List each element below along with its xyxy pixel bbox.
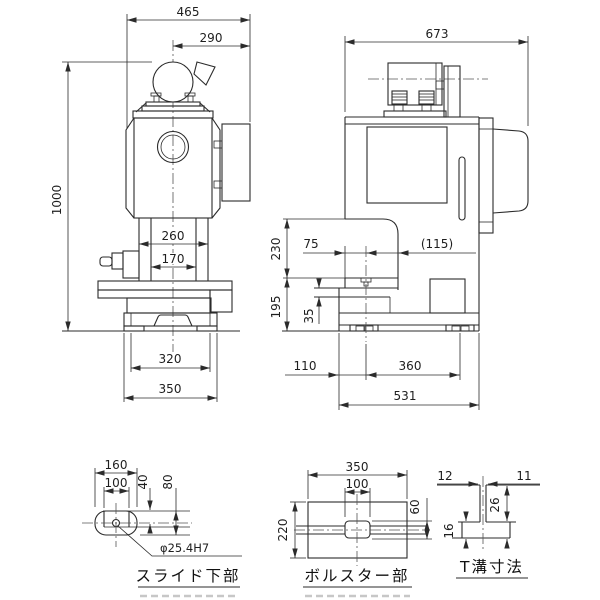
dim-bolster-width: 350 <box>346 460 369 474</box>
dim-front-base-width: 350 <box>159 382 182 396</box>
dim-side-throat-back: (115) <box>421 237 453 251</box>
side-view-dimensions: 673 230 75 (115) 195 35 <box>269 27 529 410</box>
dim-bolster-boss-height: 60 <box>408 499 422 514</box>
tslot-detail: 12 11 26 16 T溝寸法 <box>437 469 540 579</box>
slide-detail-label: スライド下部 <box>135 567 240 585</box>
dim-side-throat-front: 75 <box>303 237 318 251</box>
dim-tslot-slot-height: 16 <box>442 523 456 538</box>
dim-bolster-depth: 220 <box>276 519 290 542</box>
dim-bolster-slot-width: 100 <box>346 477 369 491</box>
slide-detail-dimensions: 160 100 40 80 <box>94 458 179 535</box>
dim-side-base-front: 110 <box>294 359 317 373</box>
dim-slide-inner-width: 100 <box>105 476 128 490</box>
dim-front-total-width: 465 <box>177 5 200 19</box>
dim-front-height: 1000 <box>50 185 64 216</box>
dim-slide-width: 160 <box>105 458 128 472</box>
dim-slide-height: 80 <box>161 474 175 489</box>
bolster-detail: 350 100 220 60 ボルスター部 <box>276 460 432 598</box>
dim-side-total-depth: 673 <box>426 27 449 41</box>
tslot-detail-label: T溝寸法 <box>459 558 524 576</box>
side-view-outline <box>282 62 529 342</box>
dim-front-slide-face-width: 170 <box>162 252 185 266</box>
dim-side-head-height: 230 <box>269 238 283 261</box>
dim-tslot-depth: 26 <box>488 497 502 512</box>
dim-front-base-inner-width: 320 <box>159 352 182 366</box>
dim-slide-hole: φ25.4H7 <box>160 541 209 555</box>
dim-slide-upper-height: 40 <box>136 474 150 489</box>
tslot-detail-outline <box>437 476 540 552</box>
dim-tslot-throat-width: 12 <box>437 469 452 483</box>
slide-detail: φ25.4H7 160 100 40 80 スライド下部 <box>82 458 242 598</box>
dim-side-table-height: 195 <box>269 296 283 319</box>
dim-side-base-depth: 531 <box>394 389 417 403</box>
slide-detail-outline: φ25.4H7 <box>82 503 242 557</box>
dim-front-upper-width: 290 <box>200 31 223 45</box>
bolster-detail-outline <box>294 494 430 566</box>
dim-side-bolt-span: 360 <box>399 359 422 373</box>
dim-front-slide-width: 260 <box>162 229 185 243</box>
tslot-detail-dimensions: 12 11 26 16 <box>437 469 540 549</box>
front-view-dimensions: 465 290 1000 260 170 320 350 <box>50 5 251 402</box>
bolster-detail-label: ボルスター部 <box>304 567 409 585</box>
bolster-detail-dimensions: 350 100 220 60 <box>276 460 432 559</box>
dim-tslot-flange-width: 11 <box>516 469 531 483</box>
front-view: 465 290 1000 260 170 320 350 <box>50 5 251 402</box>
dim-side-plate-thickness: 35 <box>302 308 316 323</box>
side-view: 673 230 75 (115) 195 35 <box>269 27 529 410</box>
front-view-outline <box>62 40 251 352</box>
